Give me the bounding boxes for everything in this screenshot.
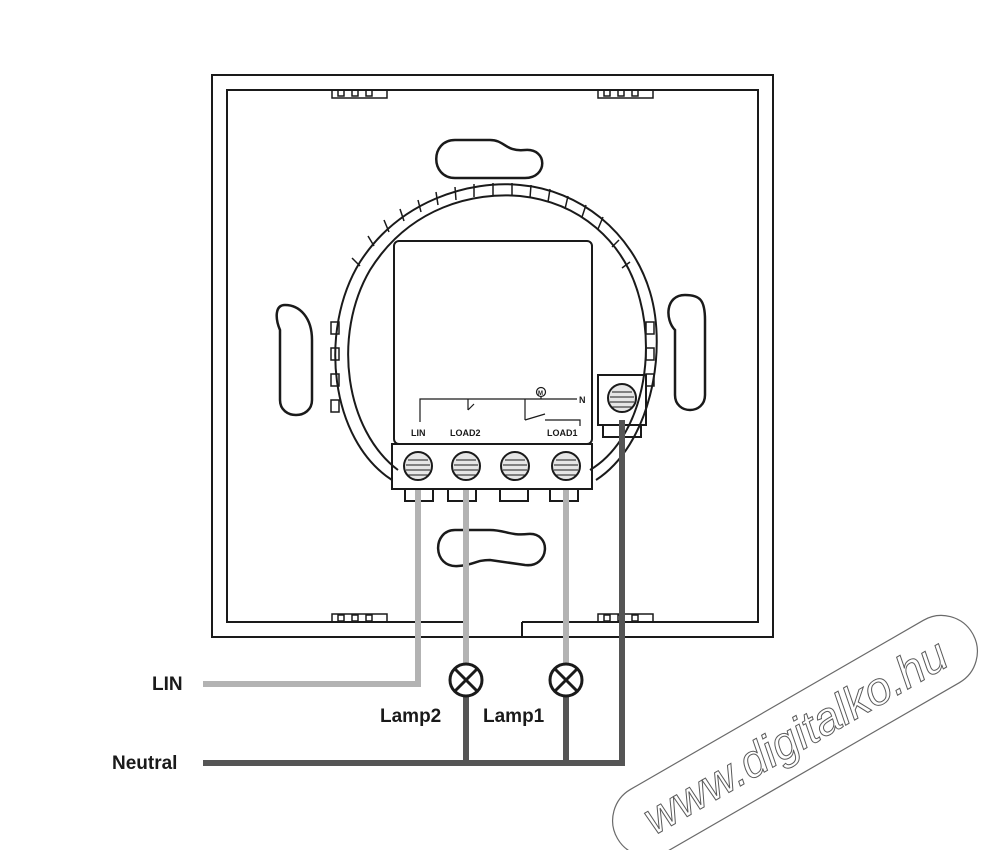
lin-label: LIN bbox=[152, 674, 183, 695]
terminal-label-n: N bbox=[579, 395, 586, 405]
terminal-screw-n bbox=[607, 383, 637, 413]
mounting-teeth bbox=[351, 183, 631, 269]
lamp1-symbol bbox=[548, 662, 584, 698]
neutral-label: Neutral bbox=[112, 753, 177, 774]
screw-threads bbox=[406, 391, 634, 476]
watermark: www.digitalko.hu bbox=[612, 614, 978, 850]
internal-schematic bbox=[419, 386, 581, 426]
lamp2-symbol bbox=[448, 662, 484, 698]
lamp1-label: Lamp1 bbox=[483, 706, 545, 727]
terminal-label-lin: LIN bbox=[411, 428, 426, 438]
watermark-text: www.digitalko.hu bbox=[634, 628, 957, 844]
terminal-screws bbox=[403, 383, 637, 481]
screw-slots bbox=[275, 138, 707, 568]
motor-symbol-label: M bbox=[538, 391, 543, 397]
switch-module bbox=[393, 240, 593, 445]
terminal-screw-spare bbox=[500, 451, 530, 481]
terminal-screw-load1 bbox=[551, 451, 581, 481]
wires bbox=[203, 420, 625, 766]
terminal-label-load2: LOAD2 bbox=[450, 428, 481, 438]
terminal-screw-load2 bbox=[451, 451, 481, 481]
lamp2-label: Lamp2 bbox=[380, 706, 441, 727]
wire-neutral bbox=[203, 420, 625, 766]
wire-lin bbox=[203, 490, 421, 687]
mounting-body bbox=[334, 183, 658, 481]
terminal-label-load1: LOAD1 bbox=[547, 428, 578, 438]
terminal-screw-lin bbox=[403, 451, 433, 481]
